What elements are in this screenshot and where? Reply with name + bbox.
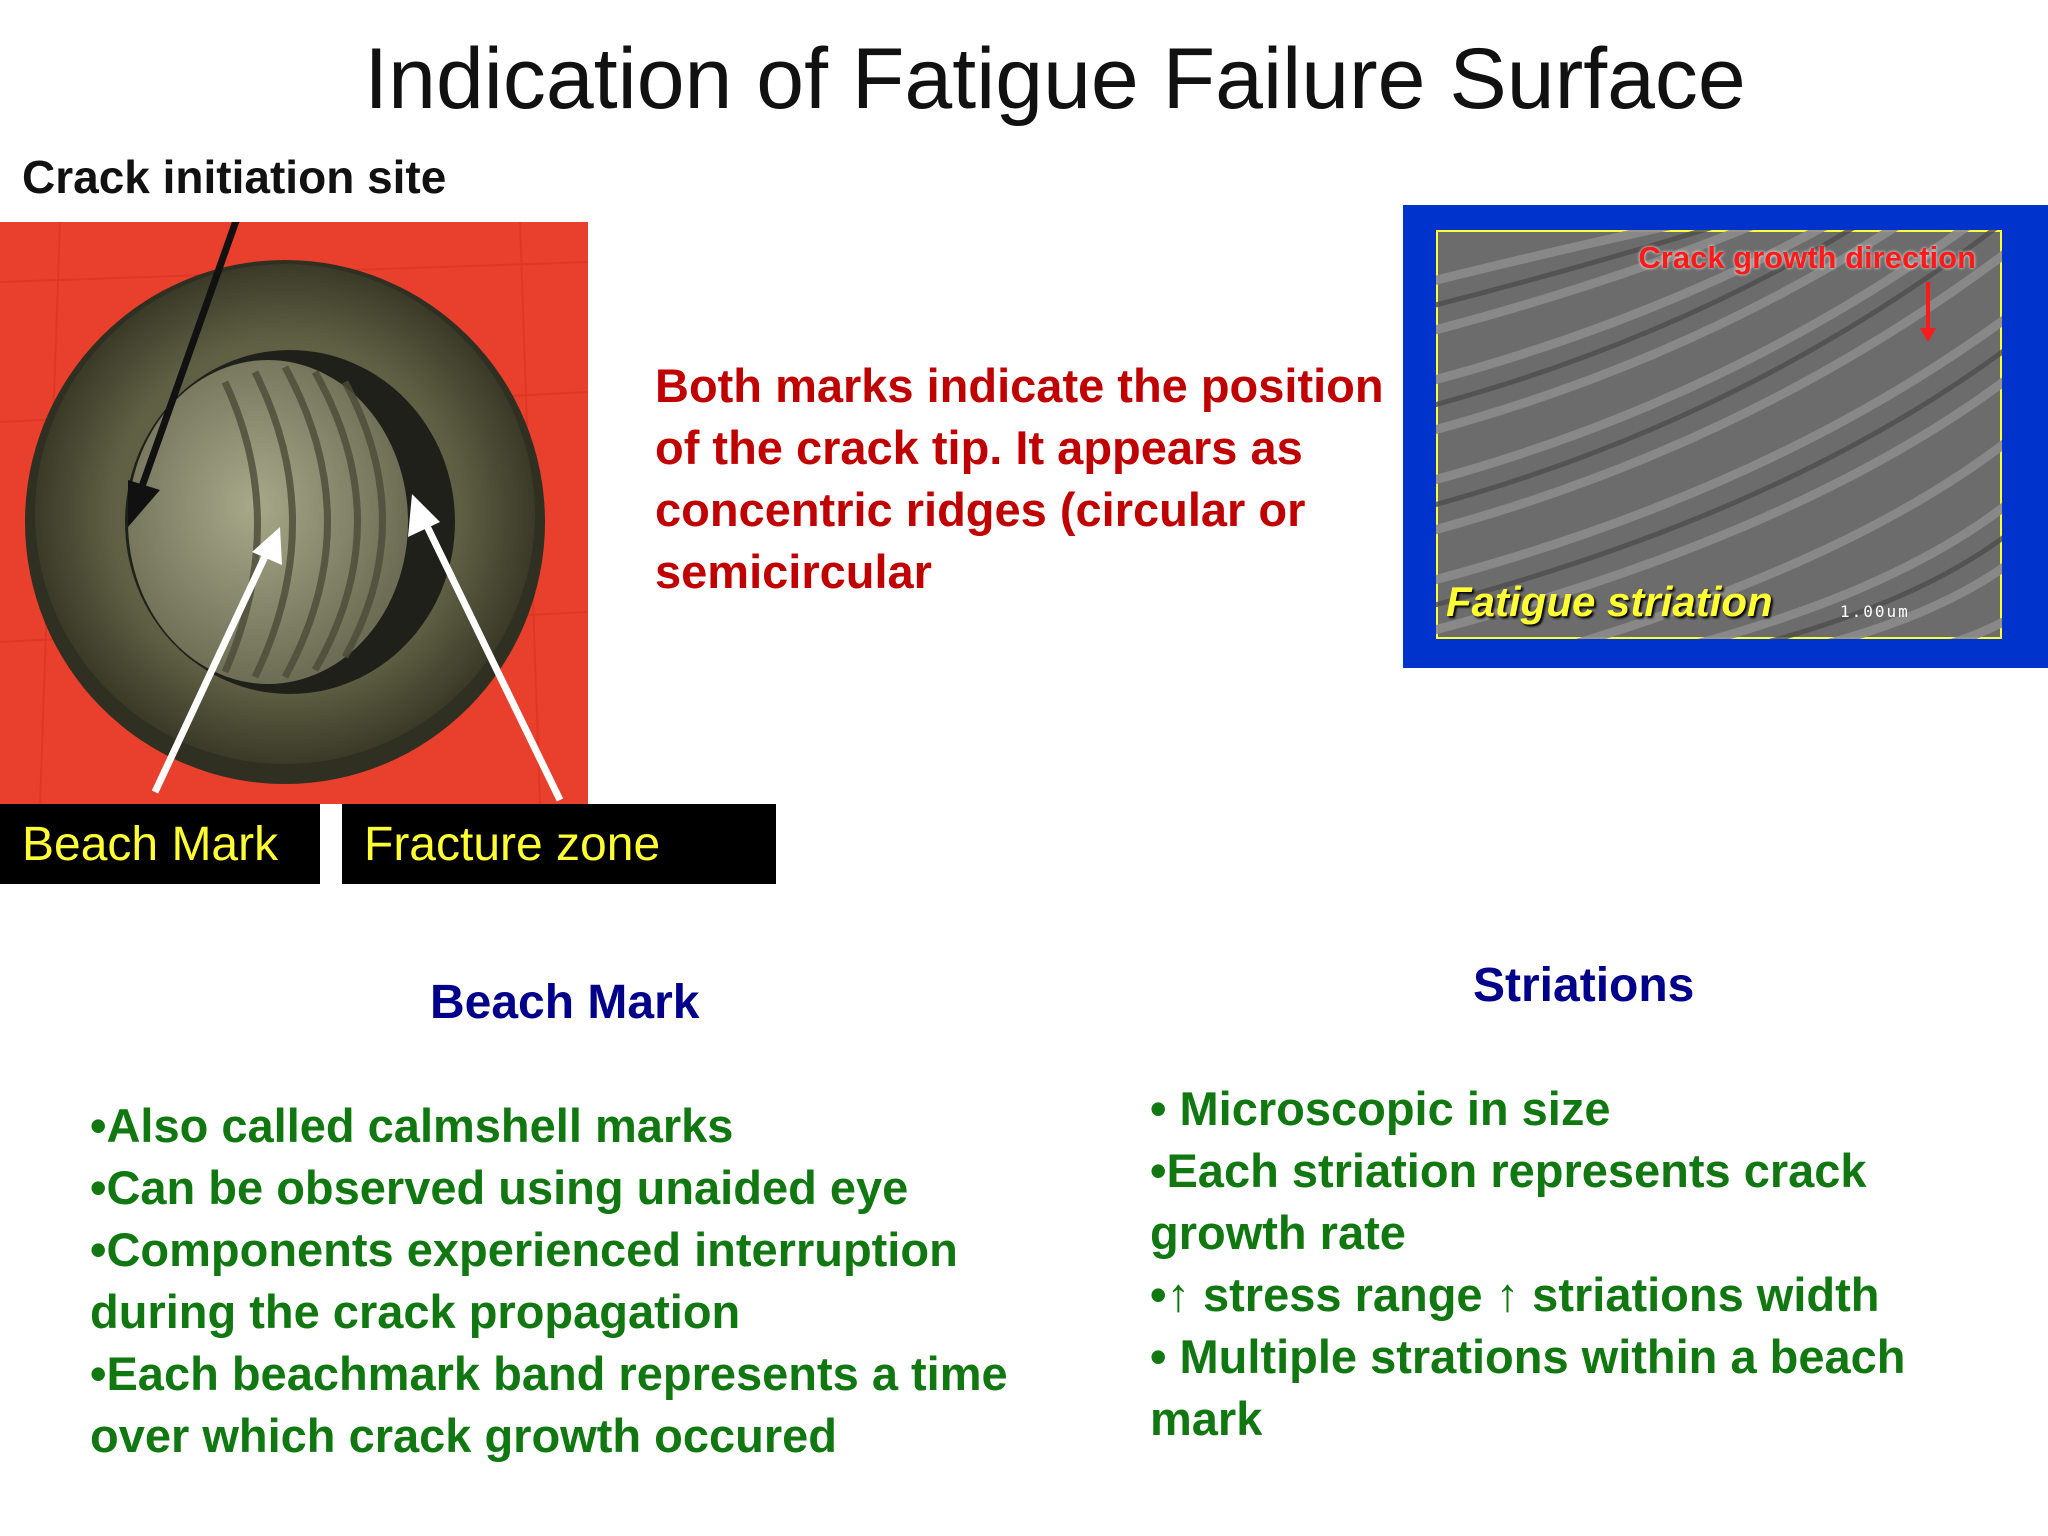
- crack-growth-direction-label: Crack growth direction: [1638, 240, 1976, 275]
- fatigue-striation-micrograph: [1436, 230, 2002, 639]
- beach-mark-arrow: [151, 548, 272, 794]
- slide-title: Indication of Fatigue Failure Surface: [364, 31, 1746, 127]
- list-item: •Each striation represents crack growth …: [1150, 1144, 1867, 1259]
- list-item: • Multiple strations within a beach mark: [1150, 1330, 1906, 1445]
- list-item: •↑ stress range ↑ striations width: [1150, 1268, 1880, 1321]
- list-item: •Can be observed using unaided eye: [90, 1161, 909, 1214]
- scale-bar-text: 1.00um: [1840, 602, 1910, 621]
- list-item: •Also called calmshell marks: [90, 1099, 734, 1152]
- list-item: •Components experienced interruption dur…: [90, 1223, 958, 1338]
- fatigue-striation-caption: Fatigue striation: [1446, 578, 1773, 625]
- beach-mark-list: •Also called calmshell marks •Can be obs…: [90, 1095, 1070, 1467]
- fracture-zone-arrow: [421, 520, 564, 802]
- crack-tip-explanation: Both marks indicate the position of the …: [655, 359, 1384, 598]
- striations-list: • Microscopic in size •Each striation re…: [1150, 1078, 2010, 1450]
- striations-heading: Striations: [1473, 959, 1695, 1012]
- crack-initiation-arrow: [136, 222, 240, 494]
- crack-initiation-label: Crack initiation site: [22, 151, 447, 203]
- fracture-zone-photo-label: Fracture zone: [342, 804, 776, 884]
- list-item: •Each beachmark band represents a time o…: [90, 1347, 1008, 1462]
- fracture-photo: [0, 222, 588, 804]
- list-item: • Microscopic in size: [1150, 1082, 1611, 1135]
- beach-mark-heading: Beach Mark: [430, 976, 700, 1029]
- beach-mark-photo-label: Beach Mark: [0, 804, 320, 884]
